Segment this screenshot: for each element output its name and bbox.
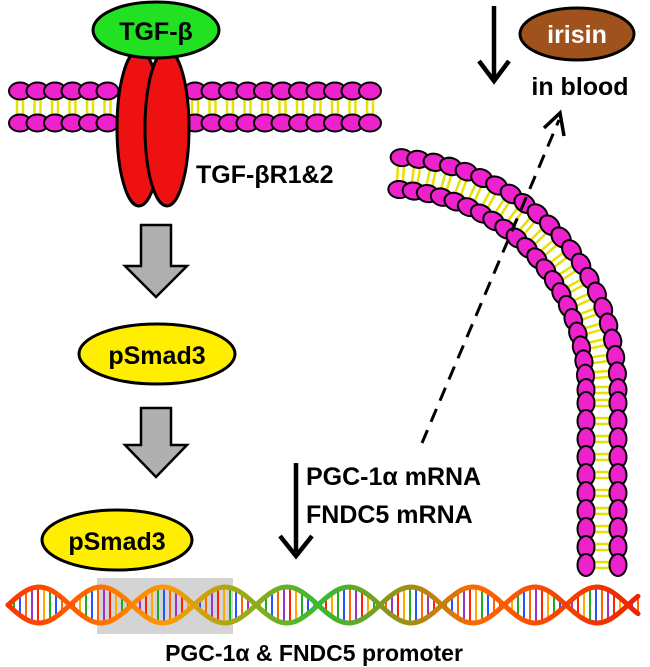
tgf-beta-label: TGF-β — [119, 18, 193, 46]
signal-arrow-1 — [121, 223, 191, 299]
tgf-beta-ellipse — [91, 0, 221, 60]
tgf-beta-receptor — [115, 48, 191, 208]
signal-arrow-2 — [122, 406, 190, 479]
mrna-down-arrow-head — [278, 534, 314, 560]
secretion-dashed-arrow — [420, 119, 561, 444]
psmad3-cytoplasm-label: pSmad3 — [108, 342, 205, 370]
irisin-label: irisin — [547, 21, 607, 49]
psmad3-nucleus-label: pSmad3 — [68, 528, 165, 556]
irisin-ellipse — [518, 6, 636, 62]
secretion-arrow-head — [542, 109, 566, 137]
psmad3-nucleus-ellipse — [40, 508, 194, 572]
psmad3-nucleus: pSmad3 — [40, 508, 194, 572]
irisin-in-blood: irisin in blood — [477, 6, 636, 101]
cell-membrane — [8, 81, 628, 577]
irisin-down-arrow-head — [477, 59, 511, 85]
receptor-label: TGF-βR1&2 — [196, 161, 334, 189]
psmad3-cytoplasm-ellipse — [77, 322, 237, 386]
mrna-line-1: PGC-1α mRNA — [306, 463, 481, 491]
mrna-line-2: FNDC5 mRNA — [306, 501, 473, 529]
promoter-label: PGC-1α & FNDC5 promoter — [165, 640, 463, 666]
dna-double-helix — [5, 584, 641, 626]
psmad3-cytoplasm: pSmad3 — [77, 322, 237, 386]
tgf-beta-ligand: TGF-β — [91, 0, 221, 60]
in-blood-label: in blood — [531, 73, 628, 101]
receptor-subunit-2 — [143, 48, 191, 208]
mrna-decrease-indicator: PGC-1α mRNA FNDC5 mRNA — [278, 463, 481, 560]
